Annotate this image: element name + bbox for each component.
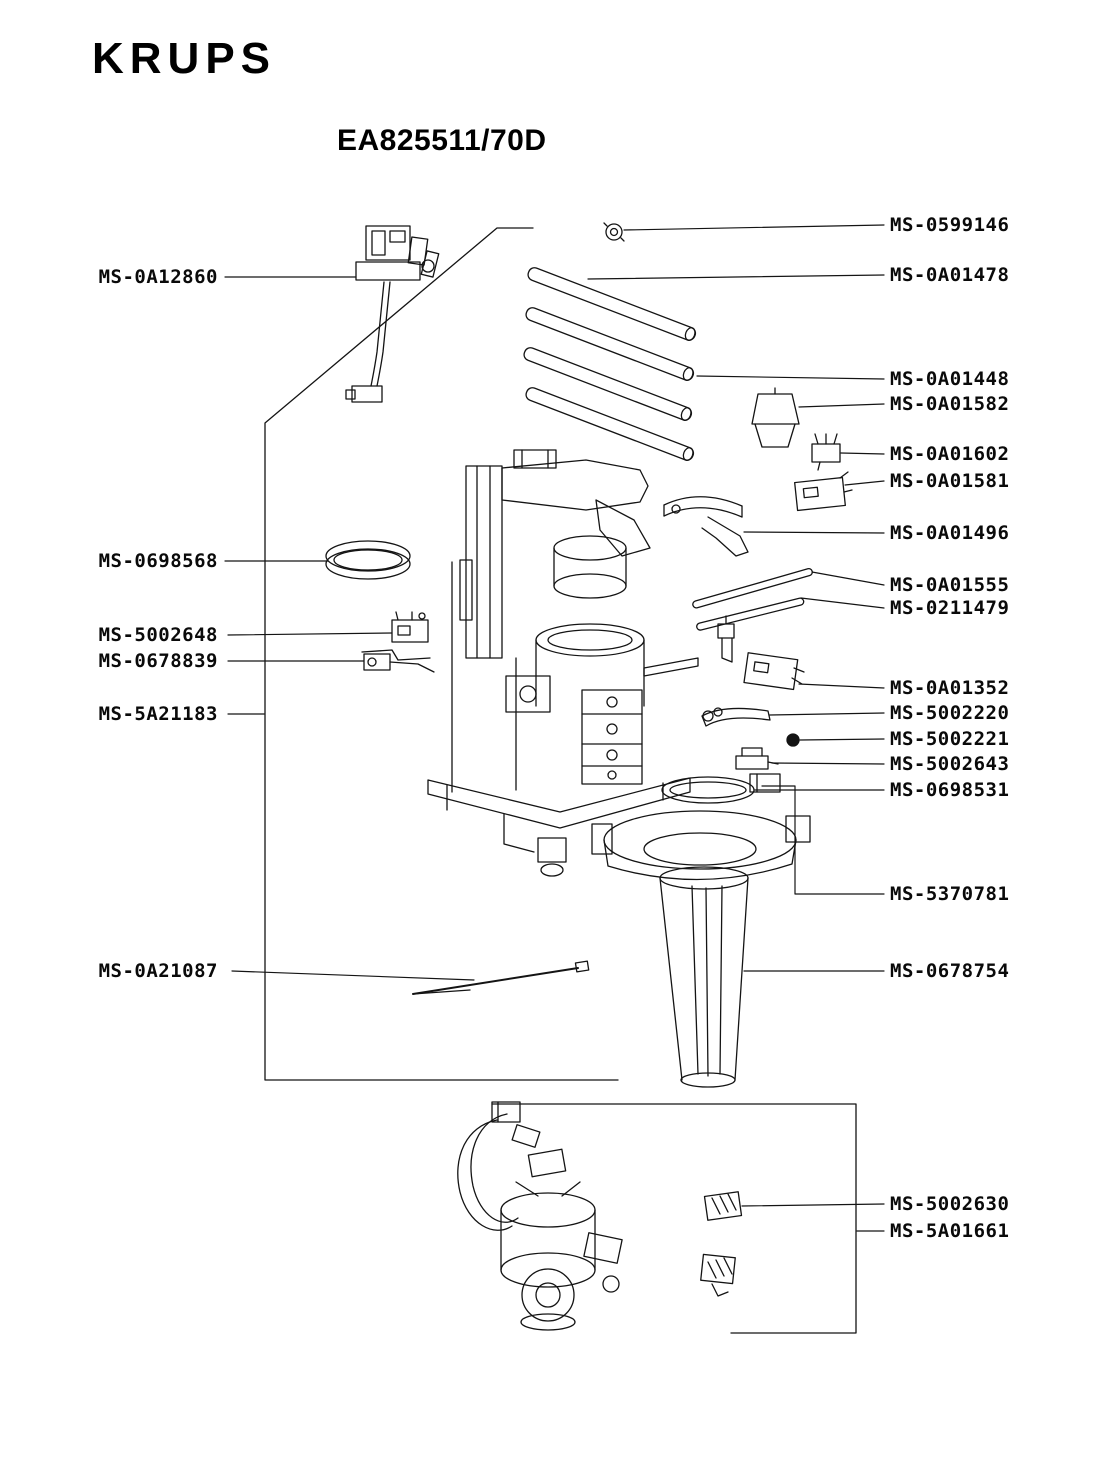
micro-switch-1 (391, 611, 429, 643)
leader-ms-5002630 (741, 1203, 885, 1207)
leader-ms-0211479 (800, 597, 885, 609)
drawer-tray (591, 773, 811, 881)
leader-ms-0a01478 (587, 274, 885, 280)
micro-switch-2 (794, 471, 853, 512)
funnel-cone (659, 866, 749, 1088)
part-label-ms-0a01602: MS-0A01602 (890, 443, 1010, 465)
lever-part (701, 707, 771, 727)
part-label-ms-0a01478: MS-0A01478 (890, 264, 1010, 286)
part-label-ms-0a01581: MS-0A01581 (890, 470, 1010, 492)
brand-logo: KRUPS (92, 34, 277, 83)
leader-ms-0a21087 (231, 970, 475, 981)
part-label-ms-0a01448: MS-0A01448 (890, 368, 1010, 390)
part-label-ms-5002648: MS-5002648 (98, 624, 218, 646)
bracket-part (663, 496, 749, 557)
leader-ms-5002643 (771, 762, 885, 765)
valve-assembly (345, 225, 440, 403)
part-label-ms-0a21087: MS-0A21087 (98, 960, 218, 982)
leader-ms-0a01448 (696, 375, 885, 380)
leader-ms-0a01555 (811, 571, 885, 586)
part-label-ms-0698531: MS-0698531 (890, 779, 1010, 801)
part-label-ms-0678754: MS-0678754 (890, 960, 1010, 982)
part-label-ms-0a01352: MS-0A01352 (890, 677, 1010, 699)
clip-5002630 (703, 1191, 743, 1221)
part-label-ms-0678839: MS-0678839 (98, 650, 218, 672)
pump-bracket (491, 1103, 857, 1334)
leader-ms-0a01602 (840, 452, 885, 455)
part-label-ms-0a01555: MS-0A01555 (890, 574, 1010, 596)
part-label-ms-5002221: MS-5002221 (890, 728, 1010, 750)
part-label-ms-0599146: MS-0599146 (890, 214, 1010, 236)
part-label-ms-5a01661: MS-5A01661 (890, 1220, 1010, 1242)
part-label-ms-0a01582: MS-0A01582 (890, 393, 1010, 415)
nut-part (603, 222, 625, 242)
seal-ring (325, 540, 411, 580)
small-valve-part (717, 615, 735, 663)
part-label-ms-0a12860: MS-0A12860 (98, 266, 218, 288)
needle-part (412, 960, 590, 995)
leader-ms-5002220 (769, 712, 885, 716)
model-number: EA825511/70D (337, 124, 547, 157)
part-label-ms-5002630: MS-5002630 (890, 1193, 1010, 1215)
brew-unit (427, 449, 699, 877)
pump-assembly (457, 1101, 623, 1331)
leader-ms-0a01581 (844, 480, 885, 486)
part-label-ms-5a21183: MS-5A21183 (98, 703, 218, 725)
micro-switch-3 (743, 652, 805, 691)
leader-ms-5002648 (227, 632, 393, 636)
leader-ms-0599146 (623, 224, 885, 231)
funnel-small-part (751, 387, 800, 448)
leader-ms-0a01352 (798, 683, 885, 689)
thin-tube-parts (692, 568, 813, 631)
part-label-ms-5370781: MS-5370781 (890, 883, 1010, 905)
o-ring (661, 776, 755, 804)
clip-part-2 (735, 747, 779, 770)
part-label-ms-0a01496: MS-0A01496 (890, 522, 1010, 544)
leader-ms-0a01582 (798, 403, 885, 408)
part-label-ms-5002643: MS-5002643 (890, 753, 1010, 775)
frame-bracket (264, 227, 619, 1081)
clip-part-1 (361, 649, 435, 673)
grommet-part (786, 733, 800, 747)
tube-parts (523, 267, 697, 461)
clip-5a01661 (700, 1253, 736, 1297)
switch-small (811, 433, 841, 471)
leader-ms-5370781 (761, 785, 885, 895)
leader-ms-5002221 (799, 738, 885, 741)
leader-ms-0a01496 (743, 531, 885, 534)
leader-lines (224, 224, 885, 1232)
part-label-ms-5002220: MS-5002220 (890, 702, 1010, 724)
part-label-ms-0211479: MS-0211479 (890, 597, 1010, 619)
part-label-ms-0698568: MS-0698568 (98, 550, 218, 572)
